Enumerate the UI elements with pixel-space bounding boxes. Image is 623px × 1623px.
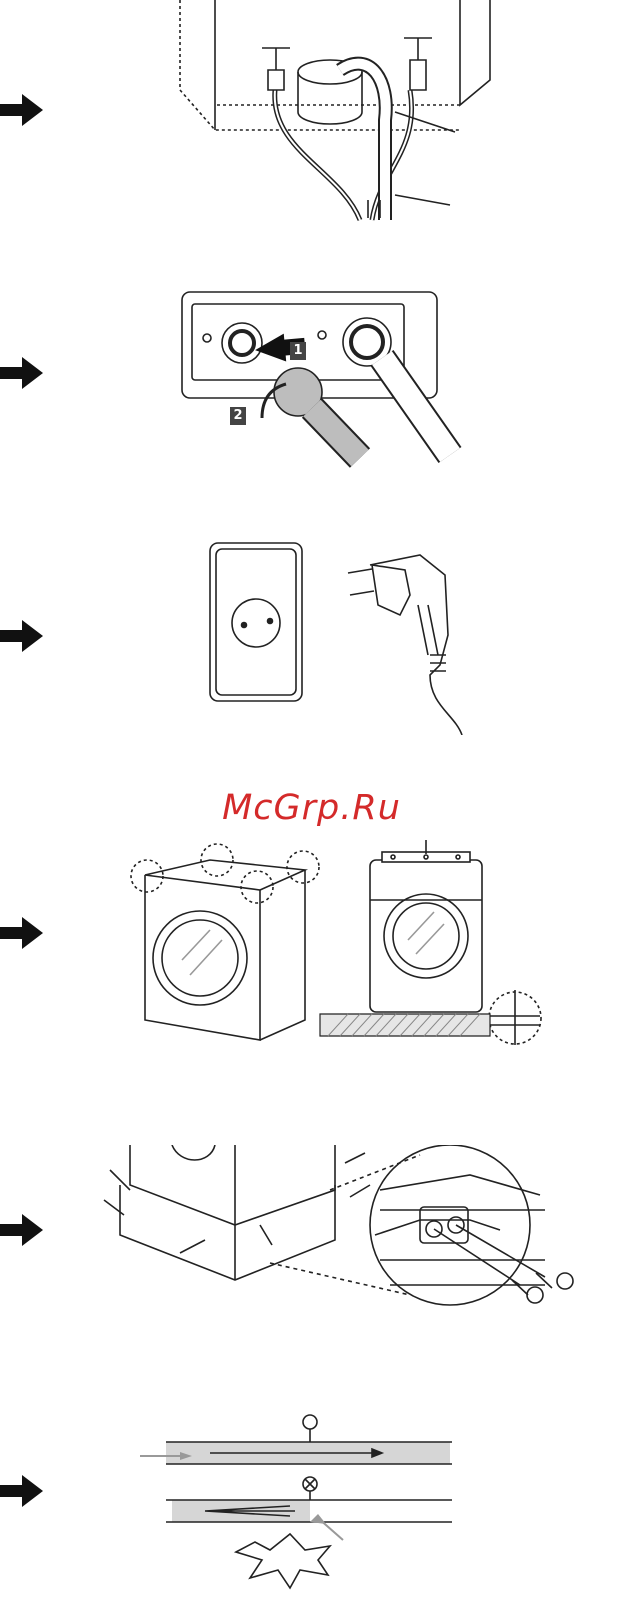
power-illustration — [0, 535, 623, 735]
step-leveling — [0, 840, 623, 1050]
step-hose-fit — [0, 1410, 623, 1623]
leveling-illustration — [0, 840, 623, 1050]
watermark-text: McGrp.Ru — [0, 788, 623, 828]
step-water-inlet: 1 2 — [0, 280, 623, 470]
plug-icon — [370, 555, 462, 735]
step-power — [0, 535, 623, 735]
hose-fit-illustration — [0, 1410, 623, 1623]
inlet-illustration — [0, 280, 623, 470]
correct-circle-icon — [303, 1415, 317, 1429]
badge-2-label: 2 — [230, 407, 246, 425]
anchor-illustration — [0, 1145, 623, 1315]
step-hoses — [0, 0, 623, 230]
badge-1-label: 1 — [290, 342, 306, 360]
hose-illustration — [0, 0, 623, 230]
wall-socket-icon — [210, 543, 302, 701]
step-anchor — [0, 1145, 623, 1315]
